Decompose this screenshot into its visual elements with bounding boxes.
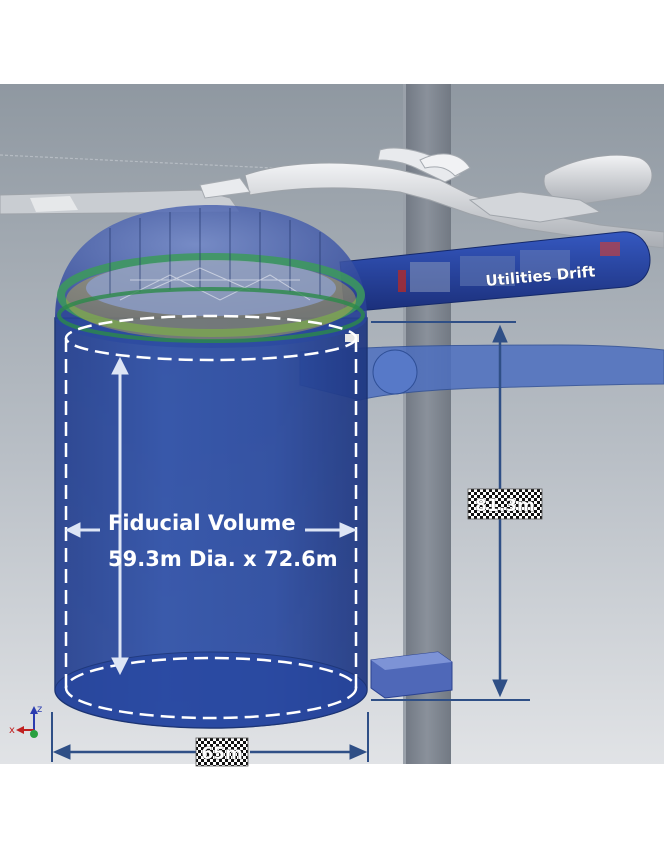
detector-dome <box>55 205 367 343</box>
pipe-junction <box>372 349 418 395</box>
diameter-dimension-value: 65m <box>201 744 242 764</box>
diameter-dimension-badge: 65m <box>195 737 249 767</box>
axis-x-label: x <box>9 725 15 736</box>
detector-tank <box>54 288 368 729</box>
fiducial-height-arrow <box>111 356 129 676</box>
axis-z-label: z <box>37 704 42 715</box>
utilities-drift-tunnel <box>339 231 651 313</box>
fiducial-volume-dimensions: 59.3m Dia. x 72.6m <box>108 547 338 571</box>
equipment-block <box>370 651 453 699</box>
axis-triad-icon: z x <box>9 704 42 738</box>
fiducial-volume-outline <box>64 314 358 720</box>
height-dimension-value: 81.3m <box>475 496 535 516</box>
fiducial-volume-title: Fiducial Volume <box>108 511 296 535</box>
height-dimension-badge: 81.3m <box>467 488 543 520</box>
upper-pipe-network <box>0 147 664 249</box>
fiducial-diameter-arrows <box>64 522 358 538</box>
diameter-dimension-line <box>51 712 369 762</box>
